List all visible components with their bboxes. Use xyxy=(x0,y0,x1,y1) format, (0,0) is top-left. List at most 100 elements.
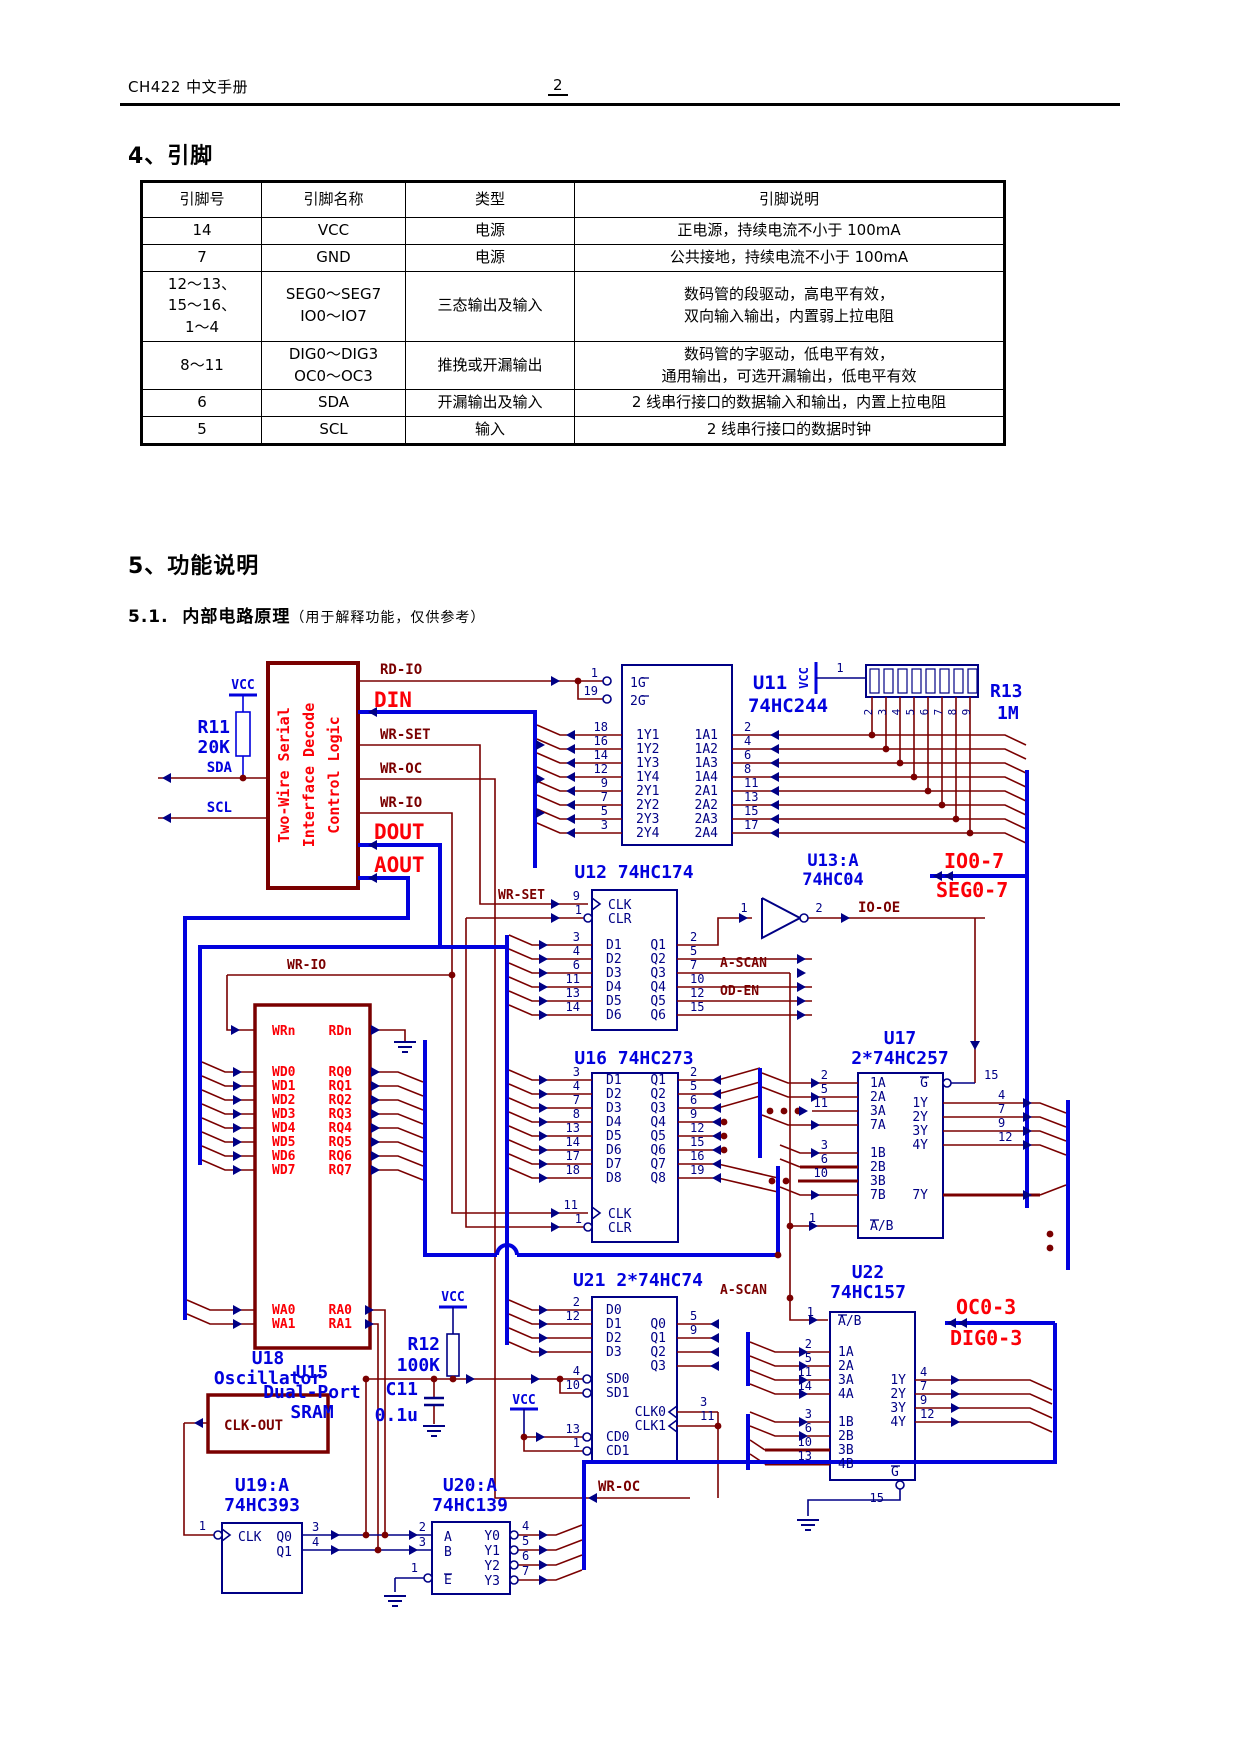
schematic-label: 4 xyxy=(573,1079,580,1093)
wire xyxy=(732,762,1027,774)
arrowhead xyxy=(799,1417,808,1427)
schematic-label: C11 xyxy=(385,1379,418,1400)
arrowhead xyxy=(566,800,575,810)
arrowhead xyxy=(770,828,779,838)
wire xyxy=(186,1313,255,1325)
arrowhead xyxy=(770,744,779,754)
wire xyxy=(915,1421,1053,1433)
schematic-label: 4 xyxy=(890,708,903,715)
schematic-label: Y2 xyxy=(484,1559,500,1574)
inversion-bubble xyxy=(509,1560,519,1570)
inversion-bubble xyxy=(509,1530,519,1540)
wire xyxy=(779,1186,858,1196)
schematic-label: 10 xyxy=(814,1166,828,1180)
arrowhead xyxy=(331,1545,340,1555)
section-5-title: 5、功能说明 xyxy=(128,554,260,579)
arrowhead xyxy=(539,1560,548,1570)
schematic-label: 1A xyxy=(870,1076,886,1091)
arrowhead xyxy=(233,1137,242,1147)
schematic-label: WRn xyxy=(272,1024,295,1039)
r13-slot xyxy=(967,668,978,694)
arrowhead xyxy=(539,1319,548,1329)
arrowhead xyxy=(809,1221,818,1231)
schematic-label: Q3 xyxy=(650,1101,666,1116)
arrowhead xyxy=(566,772,575,782)
cell: 开漏输出及输入 xyxy=(405,389,575,417)
schematic-label: RQ2 xyxy=(329,1093,352,1108)
junction-dot xyxy=(768,1177,776,1185)
wire xyxy=(370,1155,424,1167)
junction-dot xyxy=(896,759,904,767)
schematic-label: Q0 xyxy=(650,1317,666,1332)
schematic-label: U13:A xyxy=(807,851,858,871)
schematic-label: 4Y xyxy=(890,1415,906,1430)
schematic-label: D2 xyxy=(606,1331,622,1346)
schematic-label: 1 xyxy=(591,666,598,680)
arrowhead xyxy=(841,913,850,923)
wire xyxy=(559,1379,583,1394)
wire xyxy=(201,1075,255,1087)
schematic-label: VCC xyxy=(441,1290,464,1305)
u22-box xyxy=(829,1311,916,1481)
schematic-label: RQ1 xyxy=(329,1079,353,1094)
inversion-bubble xyxy=(582,1388,592,1398)
wire xyxy=(370,1127,424,1139)
junction-dot xyxy=(1046,1244,1054,1252)
wire xyxy=(807,1489,901,1516)
arrowhead xyxy=(531,1374,540,1384)
schematic-label: 2Y3 xyxy=(636,812,659,827)
schematic-label: 3 xyxy=(876,709,889,716)
arrowhead xyxy=(970,1041,980,1050)
schematic-label: 15 xyxy=(984,1068,998,1082)
schematic-label: Y1 xyxy=(484,1544,500,1559)
wire xyxy=(536,724,622,736)
cell: 2 线串行接口的数据输入和输出，内置上拉电阻 xyxy=(574,389,1005,417)
schematic-label: 2 xyxy=(690,1065,697,1079)
arrowhead xyxy=(371,1151,380,1161)
schematic-label: 7Y xyxy=(912,1188,928,1203)
arrowhead xyxy=(797,1010,806,1020)
wire xyxy=(761,1114,858,1126)
arrowhead xyxy=(539,1131,548,1141)
schematic-label: 7 xyxy=(690,958,697,972)
schematic-label: RD-IO xyxy=(380,662,422,678)
wire xyxy=(508,1097,592,1109)
schematic-label: 14 xyxy=(566,1000,580,1014)
schematic-label: Q5 xyxy=(650,994,666,1009)
schematic-label: 5 xyxy=(904,709,917,716)
arrowhead xyxy=(947,1318,956,1328)
junction-dot xyxy=(786,1222,794,1230)
schematic-label: U20:A xyxy=(443,1475,497,1496)
wire xyxy=(508,1299,592,1311)
junction-dot xyxy=(720,1146,728,1154)
arrowhead xyxy=(539,1545,548,1555)
schematic-label: A-SCAN xyxy=(720,1283,767,1298)
schematic-label: D7 xyxy=(606,1157,622,1172)
schematic-label: WD6 xyxy=(272,1149,296,1164)
schematic-label: 7 xyxy=(920,1379,927,1393)
clock-mark xyxy=(221,1528,232,1542)
schematic-label: U21 2*74HC74 xyxy=(573,1270,703,1291)
schematic-label: 13 xyxy=(566,1121,580,1135)
wire xyxy=(183,1423,214,1536)
schematic-label: 1Y1 xyxy=(636,728,659,743)
wire xyxy=(677,917,752,946)
arrowhead xyxy=(809,1315,818,1325)
schematic-label: IO0-7 xyxy=(944,849,1004,873)
schematic-label: 3 xyxy=(700,1395,707,1409)
schematic-label: CLK-OUT xyxy=(224,1418,283,1434)
schematic-label: R11 xyxy=(197,717,230,738)
junction-dot xyxy=(430,1375,438,1383)
schematic-label: 1B xyxy=(870,1146,886,1161)
schematic-label: 7A xyxy=(870,1118,886,1133)
arrowhead xyxy=(712,1131,721,1141)
arrowhead xyxy=(770,758,779,768)
schematic-label: 2Y1 xyxy=(636,784,659,799)
schematic-label: RQ7 xyxy=(329,1163,352,1178)
arrowhead xyxy=(811,1092,820,1102)
section-5-1-number: 5.1. xyxy=(128,607,169,627)
schematic-label: 2 xyxy=(815,901,822,915)
